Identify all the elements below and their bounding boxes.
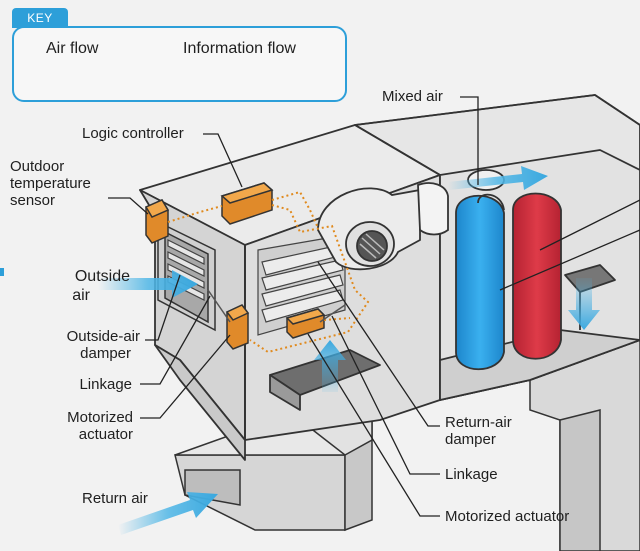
supply-fan [317, 169, 505, 271]
edge-marker [0, 268, 4, 276]
supply-down-arrow [568, 278, 600, 330]
label-return-air-damper-line2: damper [445, 431, 496, 448]
label-return-air-damper-line1: Return-air [445, 414, 512, 431]
label-return-air: Return air [82, 490, 148, 507]
key-title: KEY [12, 8, 68, 28]
label-outdoor-sensor-line2: temperature [10, 175, 91, 192]
information-flow-lines [167, 190, 370, 354]
motorized-actuator-right [285, 308, 326, 339]
mixed-air-arrow [448, 166, 548, 190]
leader-lines [108, 96, 640, 517]
supply-duct-right [529, 339, 640, 551]
label-motorized-actuator-left-line1: Motorized [67, 409, 133, 426]
label-linkage-left: Linkage [79, 376, 132, 393]
label-logic-controller: Logic controller [82, 125, 184, 142]
label-outside-air-line2: air [72, 287, 90, 304]
outside-air-arrow [98, 270, 198, 298]
cooling-coil [455, 193, 505, 371]
heating-coil [512, 192, 562, 360]
motorized-actuator-left [225, 304, 250, 350]
label-outdoor-sensor-line1: Outdoor [10, 158, 65, 175]
logic-controller [220, 182, 274, 225]
key-legend [12, 26, 347, 102]
key-information-flow-label: Information flow [183, 40, 296, 57]
label-linkage-right: Linkage [445, 466, 498, 483]
label-outside-air-line1: Outside [74, 268, 130, 285]
label-outside-air-damper-line2: damper [80, 345, 131, 362]
label-outdoor-sensor-line3: sensor [10, 192, 56, 209]
air-flow-arrows [98, 166, 600, 535]
label-motorized-actuator-right: Motorized actuator [445, 508, 570, 525]
return-air-arrow [118, 492, 218, 535]
outdoor-temperature-sensor [144, 199, 170, 244]
label-motorized-actuator-left-line2: actuator [78, 426, 133, 443]
label-outside-air-damper-line1: Outside-air [66, 328, 140, 345]
return-air-up-arrow [314, 340, 346, 392]
label-mixed-air: Mixed air [382, 88, 443, 105]
key-air-flow-label: Air flow [46, 40, 99, 57]
linkage-rods [207, 289, 346, 323]
